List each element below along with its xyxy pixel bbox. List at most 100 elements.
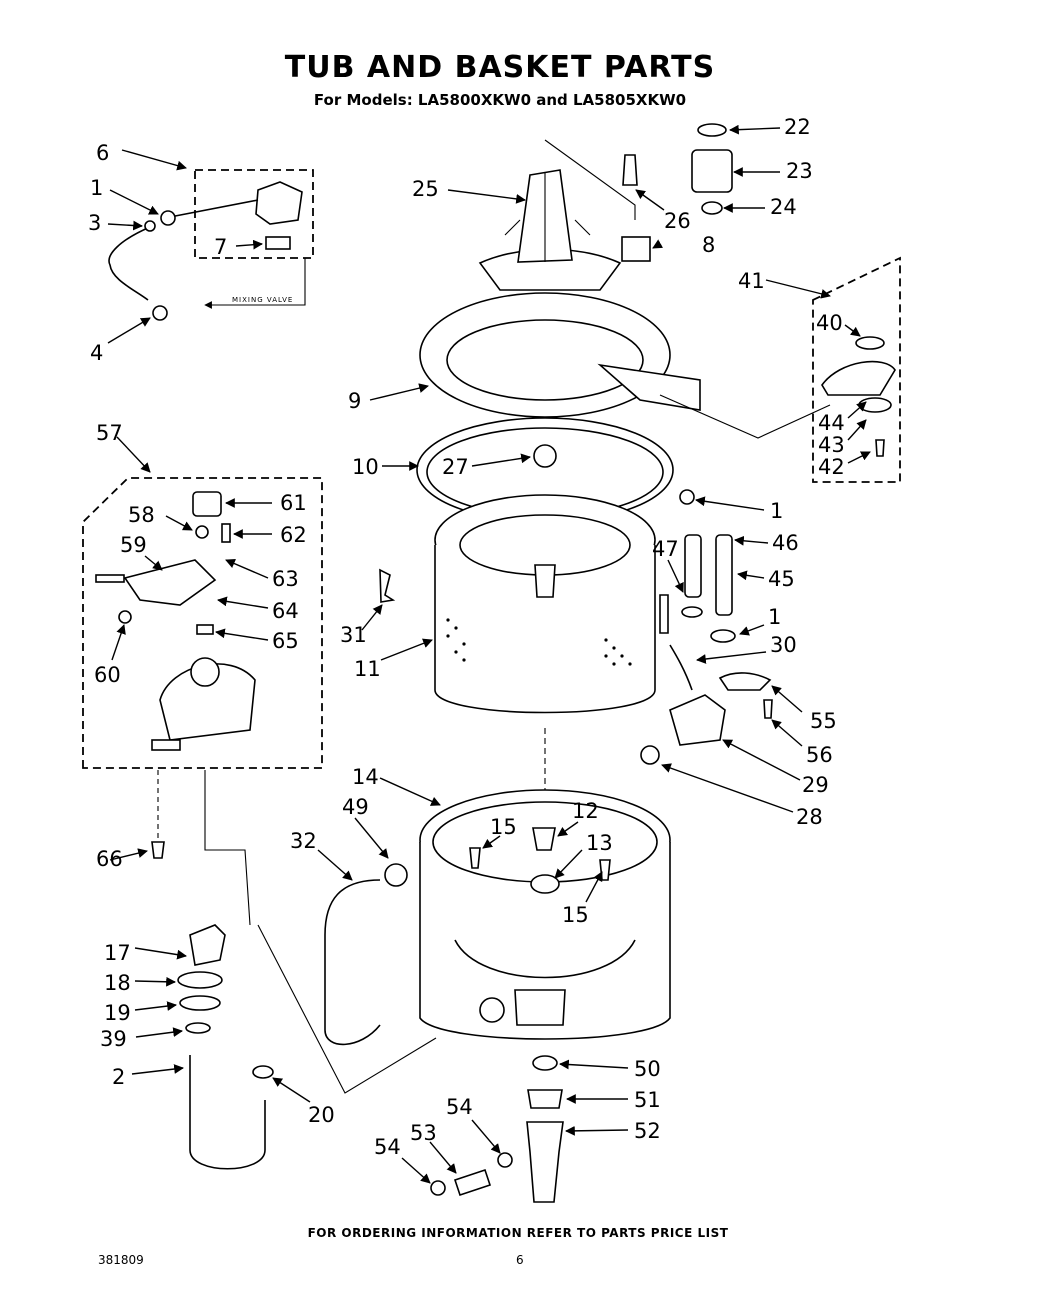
callout-9: 9 <box>348 389 361 413</box>
dispenser-23 <box>691 149 733 193</box>
callout-1: 1 <box>90 176 103 200</box>
model-subtitle: For Models: LA5800XKW0 and LA5805XKW0 <box>313 91 687 109</box>
callout-7: 7 <box>214 235 227 259</box>
basket-holes <box>446 618 632 666</box>
tube-30a <box>659 594 669 634</box>
part-19 <box>179 995 221 1011</box>
tub-ring-group <box>416 292 831 523</box>
callout-8: 8 <box>702 233 715 257</box>
part-26 <box>622 154 638 186</box>
callout-6: 6 <box>96 141 109 165</box>
callout-57: 57 <box>96 421 123 445</box>
callout-11: 11 <box>354 657 381 681</box>
mixing-valve-leader <box>204 258 306 309</box>
callout-14: 14 <box>352 765 379 789</box>
clamp-49 <box>384 863 408 887</box>
callout-66: 66 <box>96 847 123 871</box>
tub-bottom <box>454 939 636 979</box>
basket-wall <box>434 545 656 714</box>
nut-24 <box>701 201 723 215</box>
bearing-12 <box>532 827 556 851</box>
clamp-54a <box>430 1180 446 1196</box>
seal-13 <box>530 874 560 894</box>
pin-62 <box>221 523 231 543</box>
callout-64: 64 <box>272 599 299 623</box>
valve-29 <box>669 694 726 746</box>
tub-ring-tab <box>597 363 701 411</box>
arm-59 <box>95 574 125 583</box>
callout-39: 39 <box>100 1027 127 1051</box>
tee-52 <box>526 1121 564 1203</box>
lever-64 <box>123 559 217 606</box>
part-60 <box>118 610 132 624</box>
clamp-47 <box>681 606 703 618</box>
nut-27 <box>533 444 557 468</box>
cap-22 <box>697 123 727 137</box>
ring-1b <box>710 629 736 643</box>
tub-ring-9 <box>419 292 671 418</box>
callout-63: 63 <box>272 567 299 591</box>
callout-25: 25 <box>412 177 439 201</box>
callout-1b: 1 <box>770 499 783 523</box>
callout-29: 29 <box>802 773 829 797</box>
callout-24: 24 <box>770 195 797 219</box>
callout-28: 28 <box>796 805 823 829</box>
mixing-valve-screen <box>265 236 291 250</box>
tub-ring-inner <box>446 319 644 401</box>
washer-4 <box>152 305 168 321</box>
hose-3 <box>108 226 151 301</box>
pump-group-57 <box>82 477 323 769</box>
part-43 <box>858 397 892 413</box>
drain-parts-left <box>177 924 437 1170</box>
washer-28 <box>640 745 660 765</box>
callout-59: 59 <box>120 533 147 557</box>
screw-42 <box>875 439 885 457</box>
part-18 <box>177 971 223 989</box>
bracket-55 <box>718 672 772 691</box>
washer-1 <box>160 210 176 226</box>
hose-53 <box>453 1168 492 1197</box>
callout-12: 12 <box>572 799 599 823</box>
bolt-15a <box>469 847 481 869</box>
clip-31 <box>379 568 396 603</box>
callout-10: 10 <box>352 455 379 479</box>
callout-20: 20 <box>308 1103 335 1127</box>
leader-line <box>169 199 259 218</box>
connect-line <box>257 924 437 1094</box>
part-40 <box>855 336 885 350</box>
callout-40: 40 <box>816 311 843 335</box>
callout-54b: 54 <box>446 1095 473 1119</box>
callout-3: 3 <box>88 211 101 235</box>
document-number: 381809 <box>98 1253 144 1267</box>
ring-1c <box>679 489 695 505</box>
mixing-valve-label: MIXING VALVE <box>232 296 293 304</box>
callout-23: 23 <box>786 159 813 183</box>
callout-41: 41 <box>738 269 765 293</box>
callout-27: 27 <box>442 455 469 479</box>
callout-60: 60 <box>94 663 121 687</box>
hose-2 <box>189 1055 266 1170</box>
callout-4: 4 <box>90 341 103 365</box>
pump-port <box>190 657 220 687</box>
callout-49: 49 <box>342 795 369 819</box>
callout-53: 53 <box>410 1121 437 1145</box>
callout-58: 58 <box>128 503 155 527</box>
callout-1c: 1 <box>768 605 781 629</box>
callout-47: 47 <box>652 537 679 561</box>
callout-numbers: 6 1 3 4 7 25 26 8 22 23 24 41 40 44 43 4… <box>88 115 845 1159</box>
fabric-softener-leader <box>659 394 831 439</box>
outer-tub-14 <box>419 789 671 1040</box>
callout-42: 42 <box>818 455 845 479</box>
mixing-valve-dashed-box <box>194 169 314 259</box>
page-number: 6 <box>516 1253 524 1267</box>
callout-19: 19 <box>104 1001 131 1025</box>
coupling-51 <box>527 1089 563 1109</box>
agitator-vanes <box>504 172 591 262</box>
callout-15b: 15 <box>562 903 589 927</box>
clamp-54b <box>497 1152 513 1168</box>
fitting-3 <box>144 220 156 232</box>
callout-30: 30 <box>770 633 797 657</box>
ring-39 <box>185 1022 211 1034</box>
pump-inlet <box>151 739 181 751</box>
